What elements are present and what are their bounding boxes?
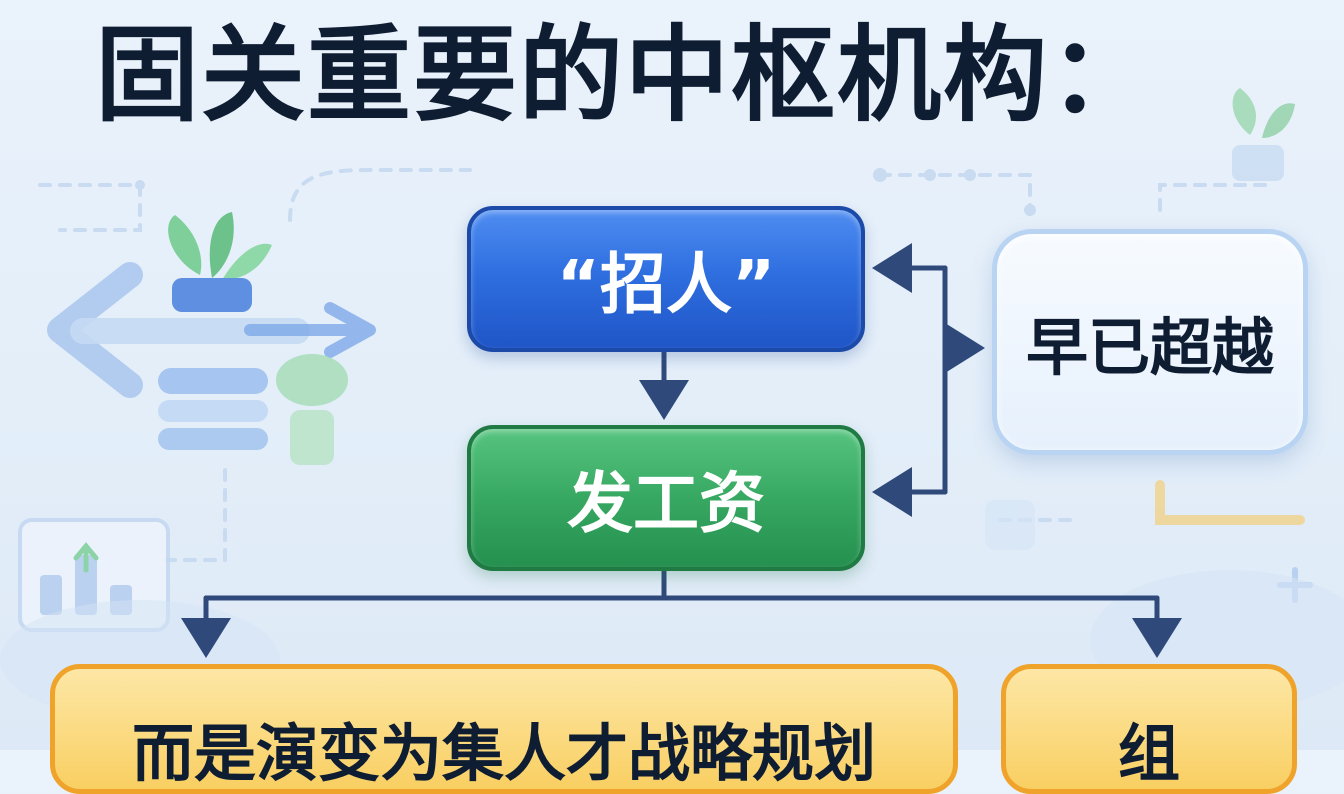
node-strategy: 而是演变为集人才战略规划 bbox=[50, 664, 958, 794]
flow-connectors bbox=[181, 243, 1182, 658]
node-org-label: 组 bbox=[1117, 717, 1180, 790]
page-title: 固关重要的中枢机构： bbox=[94, 14, 1155, 136]
plant-icon bbox=[168, 212, 272, 312]
node-strategy-label: 而是演变为集人才战略规划 bbox=[131, 717, 876, 790]
node-surpassed-label: 早已超越 bbox=[1025, 311, 1274, 384]
node-recruit: “招人” bbox=[467, 206, 865, 352]
arrow-icon bbox=[47, 262, 376, 398]
node-surpassed: 早已超越 bbox=[992, 229, 1308, 455]
node-org: 组 bbox=[1001, 664, 1297, 794]
node-payroll: 发工资 bbox=[467, 425, 865, 571]
node-payroll-label: 发工资 bbox=[567, 465, 765, 542]
node-recruit-label: “招人” bbox=[556, 246, 776, 323]
